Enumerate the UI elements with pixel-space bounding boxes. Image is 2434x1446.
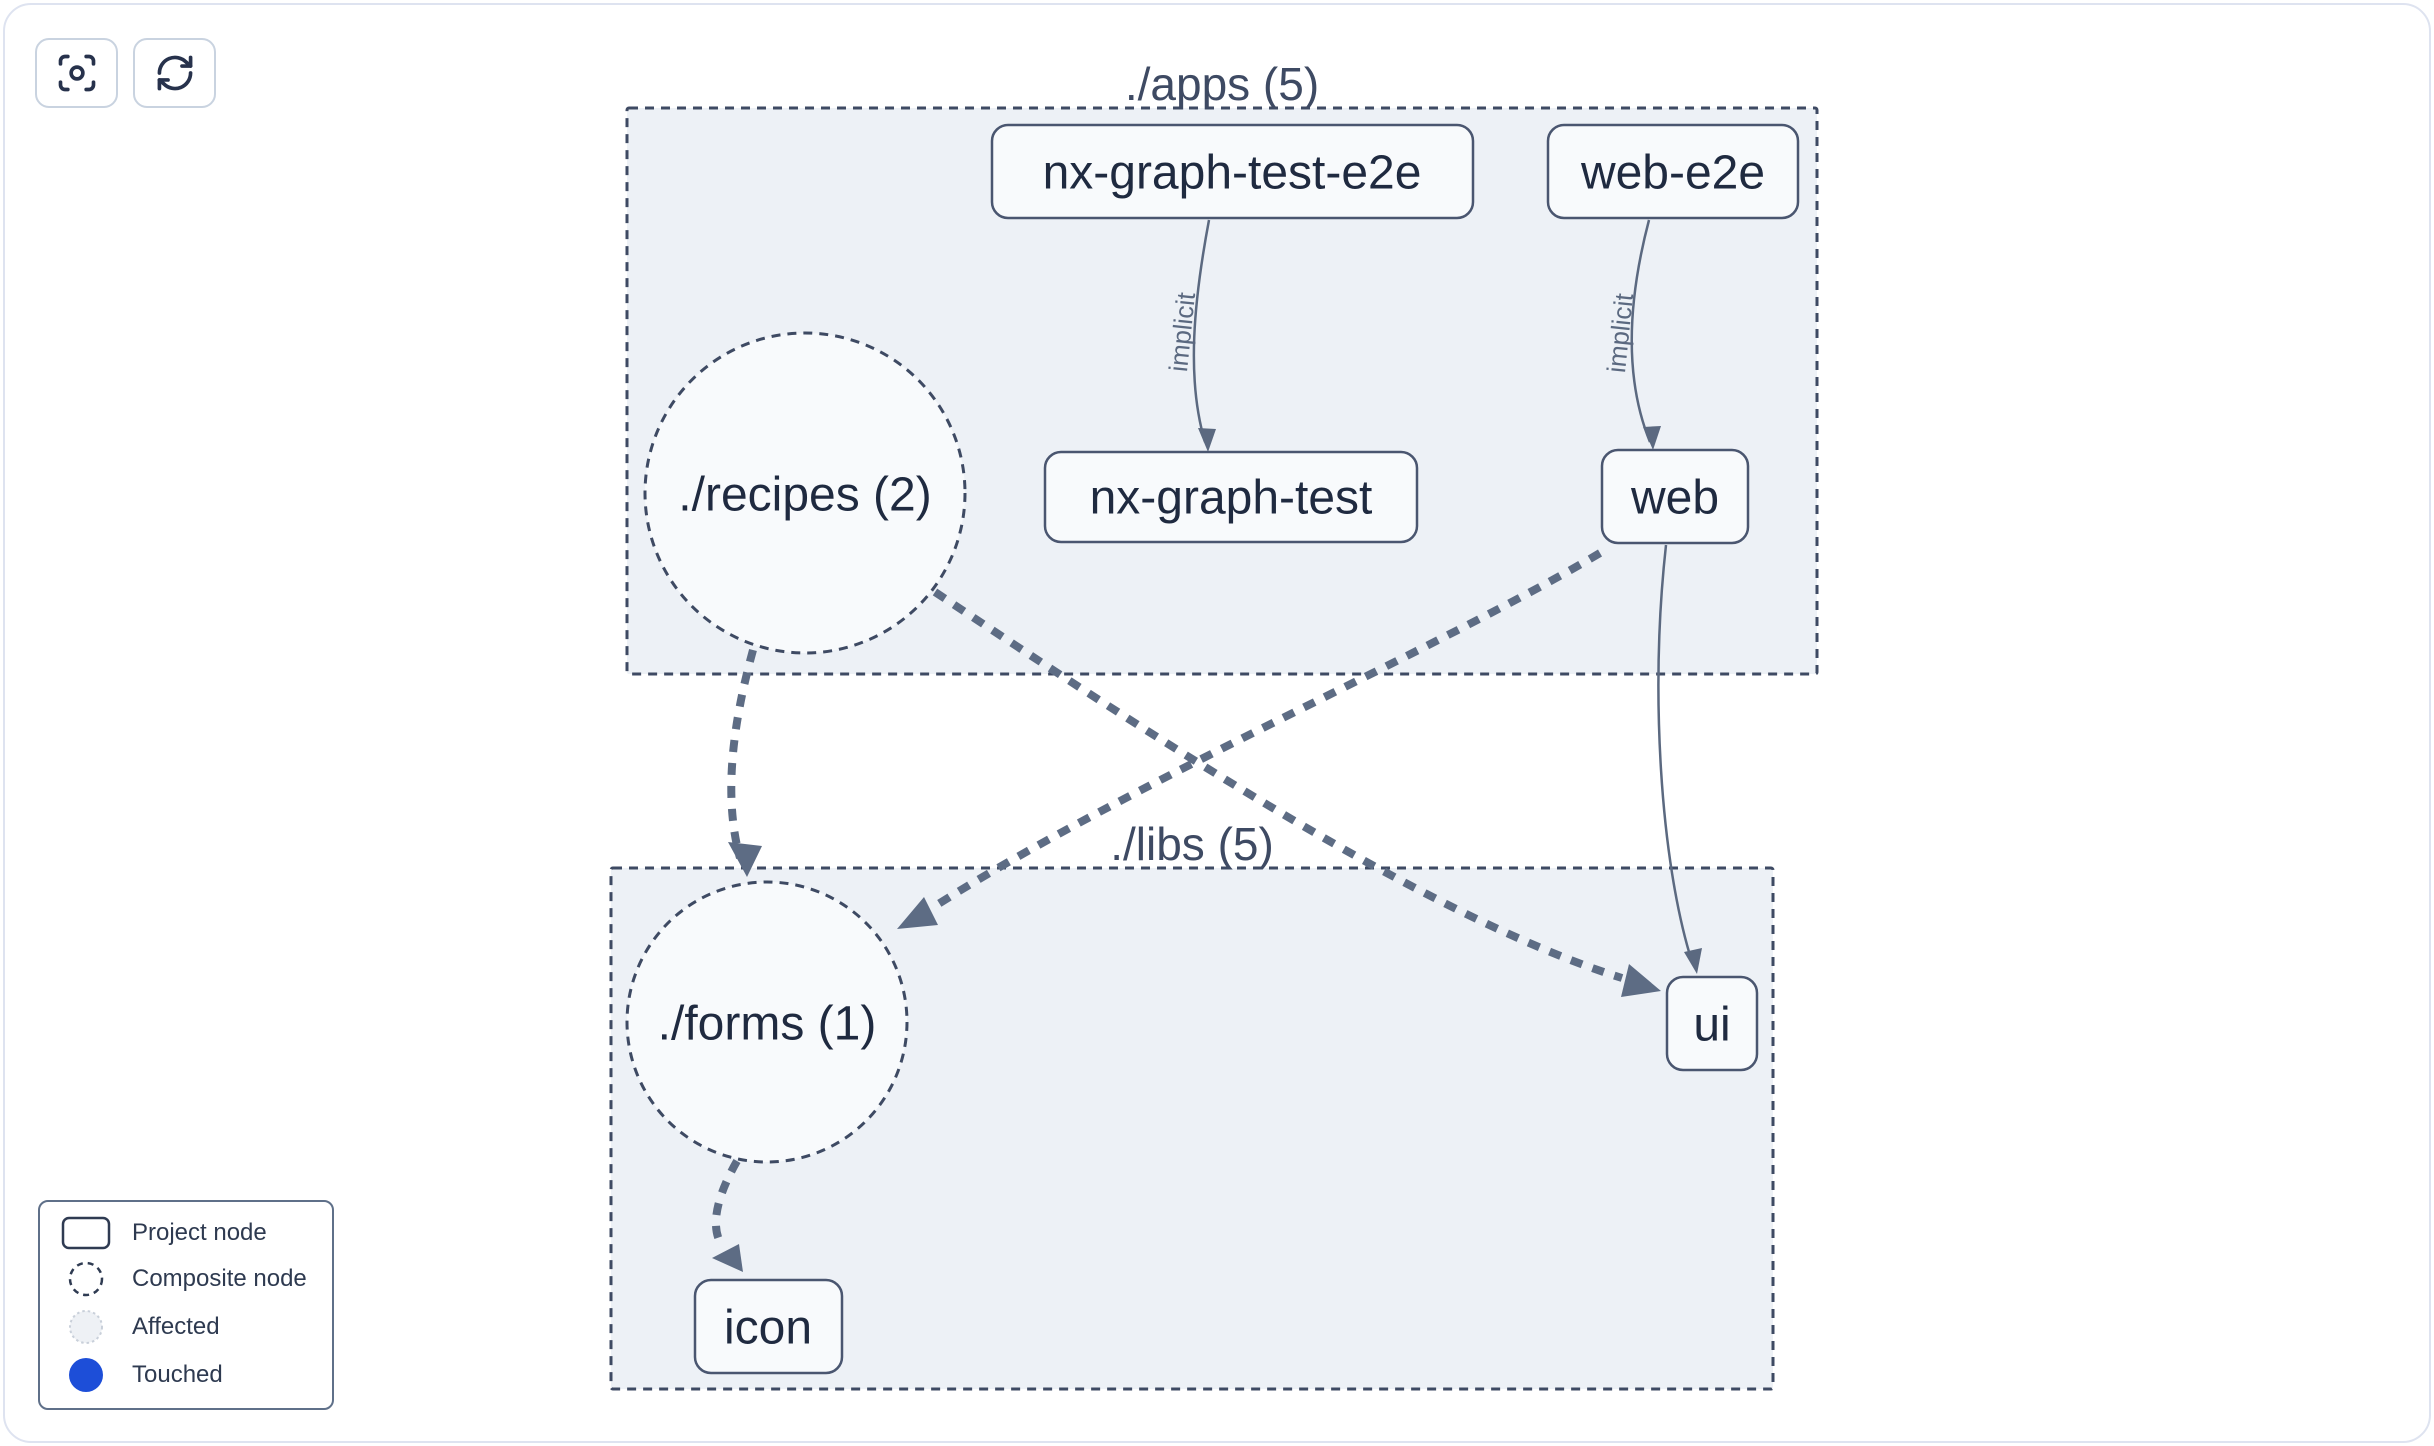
edge-web-to-ui[interactable] — [1657, 544, 1702, 974]
arrowhead — [1621, 964, 1661, 997]
graph-toolbar — [35, 38, 216, 108]
container-libs-title: ./libs (5) — [1110, 818, 1274, 870]
focus-button[interactable] — [35, 38, 118, 108]
container-apps-title: ./apps (5) — [1125, 58, 1319, 110]
arrowhead — [897, 897, 938, 929]
arrowhead — [1684, 948, 1702, 974]
project-node-icon — [61, 1216, 111, 1250]
edge-nx-graph-test-e2e-to-nx-graph-test[interactable]: implicit — [1163, 219, 1216, 452]
project-node-label: web-e2e — [1580, 147, 1765, 200]
legend-label: Touched — [132, 1361, 223, 1388]
edge-forms-to-icon[interactable] — [711, 1159, 743, 1272]
affected-icon — [69, 1310, 103, 1344]
legend-row-project-node: Project node — [40, 1216, 332, 1250]
edge-recipes-to-forms[interactable] — [727, 648, 762, 877]
project-node-label: icon — [724, 1302, 812, 1355]
project-node-label: nx-graph-test — [1090, 472, 1373, 525]
arrowhead — [728, 842, 762, 877]
legend-panel: Project node Composite node Affected Tou… — [38, 1200, 334, 1410]
composite-node-forms[interactable]: ./forms (1) — [625, 880, 909, 1164]
edge-web-e2e-to-web[interactable]: implicit — [1601, 219, 1661, 450]
arrowhead — [712, 1244, 743, 1272]
project-node-nx-graph-test[interactable]: nx-graph-test — [1043, 450, 1419, 544]
legend-label: Composite node — [132, 1265, 307, 1292]
project-node-web-e2e[interactable]: web-e2e — [1546, 123, 1800, 220]
refresh-button[interactable] — [133, 38, 216, 108]
composite-node-recipes-label: ./recipes (2) — [678, 469, 931, 522]
project-node-ui[interactable]: ui — [1665, 975, 1759, 1072]
project-node-label: nx-graph-test-e2e — [1043, 147, 1422, 200]
composite-node-recipes[interactable]: ./recipes (2) — [643, 331, 967, 655]
legend-label: Project node — [132, 1219, 267, 1246]
project-node-label: ui — [1693, 999, 1730, 1052]
project-node-icon[interactable]: icon — [693, 1278, 844, 1375]
composite-node-forms-label: ./forms (1) — [658, 998, 877, 1051]
edges-layer: implicit implicit — [711, 219, 1702, 1272]
project-node-web[interactable]: web — [1600, 448, 1750, 545]
legend-row-touched: Touched — [40, 1356, 332, 1394]
edge-web-to-forms[interactable] — [897, 549, 1603, 929]
refresh-icon — [157, 55, 192, 91]
edge-recipes-to-ui[interactable] — [932, 588, 1661, 997]
legend-row-composite-node: Composite node — [40, 1260, 332, 1298]
legend-row-affected: Affected — [40, 1308, 332, 1346]
project-node-label: web — [1630, 472, 1719, 525]
project-node-nx-graph-test-e2e[interactable]: nx-graph-test-e2e — [990, 123, 1475, 220]
touched-icon — [69, 1358, 103, 1392]
arrowhead — [1198, 428, 1216, 452]
composite-node-icon — [68, 1261, 104, 1297]
focus-icon — [58, 54, 95, 92]
arrowhead — [1643, 426, 1661, 450]
legend-label: Affected — [132, 1313, 220, 1340]
